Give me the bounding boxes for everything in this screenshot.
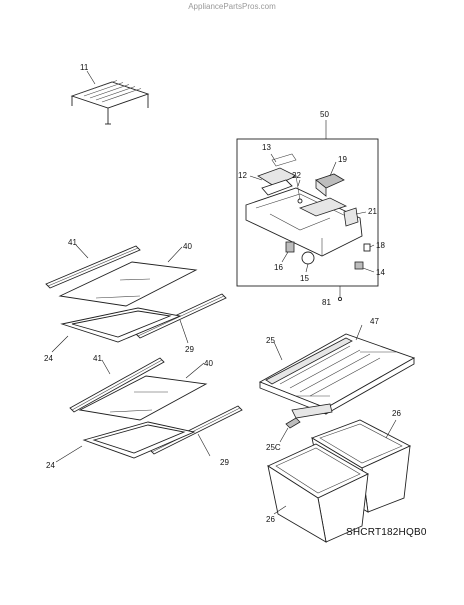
callout-26-left: 26 — [266, 515, 275, 524]
model-code: SHCRT182HQB0 — [346, 527, 427, 538]
callout-13: 13 — [262, 143, 271, 152]
callout-24-lower: 24 — [46, 461, 55, 470]
callout-22: 22 — [292, 171, 301, 180]
callout-12: 12 — [238, 171, 247, 180]
upper-shelf-set — [45, 245, 227, 343]
control-housing-part — [245, 153, 371, 270]
callout-19: 19 — [338, 155, 347, 164]
callout-81: 81 — [322, 298, 331, 307]
callout-29-upper: 29 — [185, 345, 194, 354]
callout-47: 47 — [370, 317, 379, 326]
callout-40-upper: 40 — [183, 242, 192, 251]
callout-15: 15 — [300, 274, 309, 283]
callout-18: 18 — [376, 241, 385, 250]
callout-24-upper: 24 — [44, 354, 53, 363]
assembly-box-50 — [236, 138, 379, 287]
watermark: AppliancePartsPros.com — [188, 2, 276, 11]
crisper-drawers-part — [267, 419, 412, 543]
callout-14: 14 — [376, 268, 385, 277]
callout-29-lower: 29 — [220, 458, 229, 467]
callout-26-right: 26 — [392, 409, 401, 418]
lower-shelf-set — [69, 357, 243, 459]
callout-41-upper: 41 — [68, 238, 77, 247]
callout-40-lower: 40 — [204, 359, 213, 368]
callout-25: 25 — [266, 336, 275, 345]
callout-16: 16 — [274, 263, 283, 272]
callout-50: 50 — [320, 110, 329, 119]
callout-11: 11 — [80, 63, 89, 72]
callout-25c: 25C — [266, 443, 281, 452]
crisper-cover-part — [258, 333, 416, 429]
wire-rack-part — [70, 80, 150, 125]
callout-41-lower: 41 — [93, 354, 102, 363]
callout-21: 21 — [368, 207, 377, 216]
